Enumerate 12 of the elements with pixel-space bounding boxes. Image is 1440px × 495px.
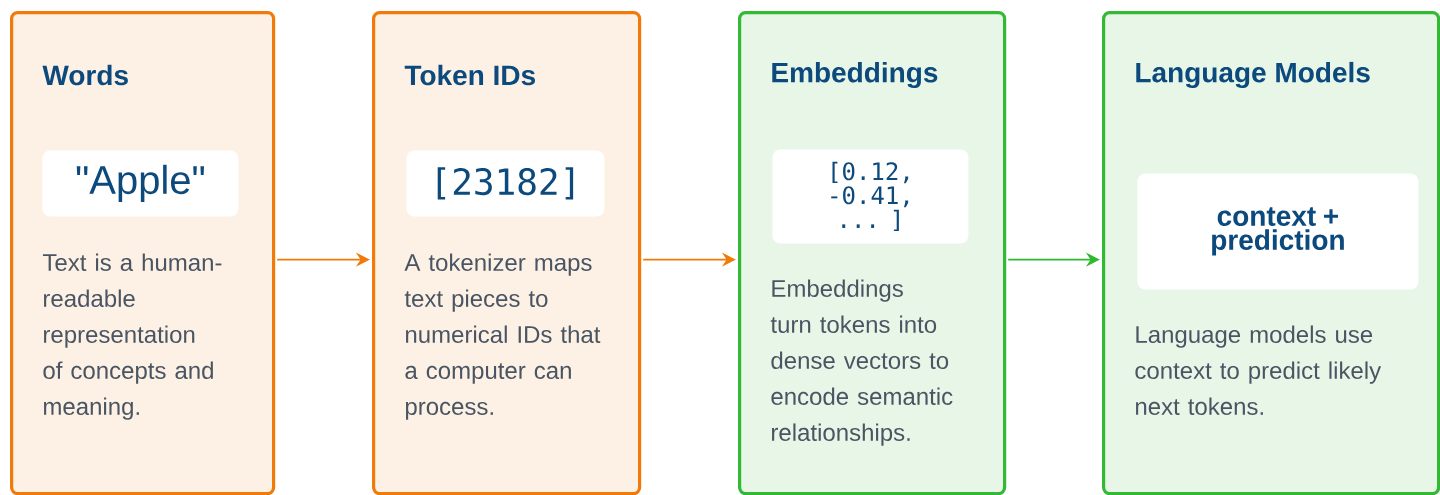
card-heading: Language Models [1136,61,1370,89]
value-box: context + prediction [1137,173,1419,290]
card-heading: Embeddings [772,61,938,89]
description: A tokenizer maps text pieces to numerical IDs that a computer can process. [404,253,601,420]
description: Text is a human-readable representation of concepts and meaning. [42,253,222,420]
card-heading: Words [42,64,128,86]
value-box: "Apple" [42,150,239,217]
description: Embeddings turn tokens into dense vectors to encode semantic relationships. [770,279,953,446]
value-box: [23182] [406,150,605,217]
value-box: [0.12, -0.41, ... ] [772,149,969,244]
description: Language models use context to predict likely next tokens. [1135,325,1382,415]
card-heading: Token IDs [404,64,535,86]
